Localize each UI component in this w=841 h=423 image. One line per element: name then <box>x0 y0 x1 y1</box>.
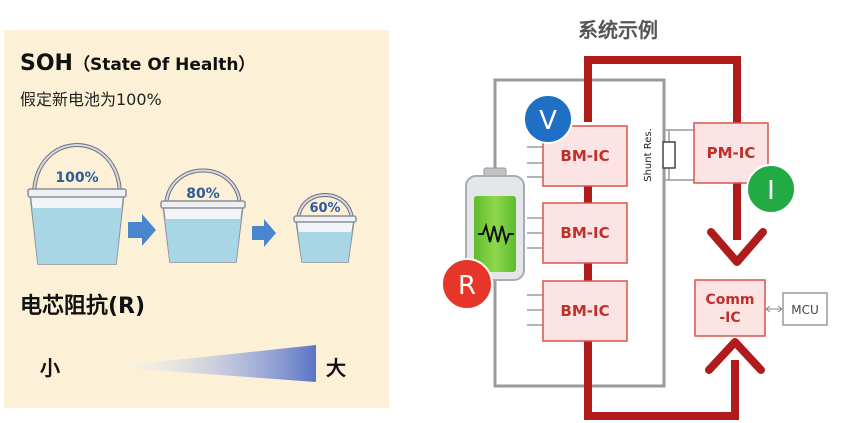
resistor-icon <box>478 222 514 246</box>
bm-ic-3: BM-IC <box>542 280 628 342</box>
resistance-badge: R <box>441 258 493 310</box>
arrow-right-icon <box>128 214 156 246</box>
bm-ic-1-label: BM-IC <box>560 147 609 165</box>
arrow-up-icon <box>705 338 765 374</box>
resistance-title: 电芯阻抗(R) <box>20 294 146 319</box>
resistance-badge-label: R <box>458 271 476 301</box>
bucket-100: 100% <box>27 143 127 265</box>
bucket-60: 60% <box>293 193 357 263</box>
shunt-resistor <box>662 141 676 169</box>
comm-ic-label-line1: Comm <box>705 292 754 308</box>
current-badge-label: I <box>767 176 775 206</box>
resistance-small-label: 小 <box>40 356 60 380</box>
current-badge: I <box>746 164 796 214</box>
pm-ic-label: PM-IC <box>707 144 756 162</box>
mcu-label: MCU <box>791 303 819 317</box>
bm-ic-2-label: BM-IC <box>560 224 609 242</box>
bucket-60-label: 60% <box>309 201 340 216</box>
system-title: 系统示例 <box>578 18 658 42</box>
bucket-80-label: 80% <box>186 186 220 202</box>
resistance-big-label: 大 <box>326 356 346 380</box>
pack-wiring <box>493 78 666 388</box>
bucket-100-label: 100% <box>55 170 98 186</box>
resistance-wedge <box>110 345 316 382</box>
soh-subtitle: 假定新电池为100% <box>20 90 162 109</box>
sense-lines <box>527 146 543 326</box>
comm-ic-label-line2: -IC <box>719 310 740 326</box>
arrow-right-icon <box>252 219 276 247</box>
bm-ic-3-label: BM-IC <box>560 302 609 320</box>
mcu: MCU <box>782 292 828 326</box>
comm-ic: Comm -IC <box>694 279 766 337</box>
bm-ic-2: BM-IC <box>542 202 628 264</box>
bucket-80: 80% <box>160 168 246 263</box>
shunt-label: Shunt Res. <box>643 128 654 182</box>
voltage-badge-label: V <box>539 106 557 136</box>
voltage-badge: V <box>523 94 573 144</box>
battery-cell <box>465 167 525 281</box>
mcu-link <box>765 305 783 313</box>
soh-title: SOH（State Of Health） <box>20 51 256 76</box>
shunt-wiring <box>664 129 694 181</box>
arrow-down-icon <box>707 228 767 266</box>
